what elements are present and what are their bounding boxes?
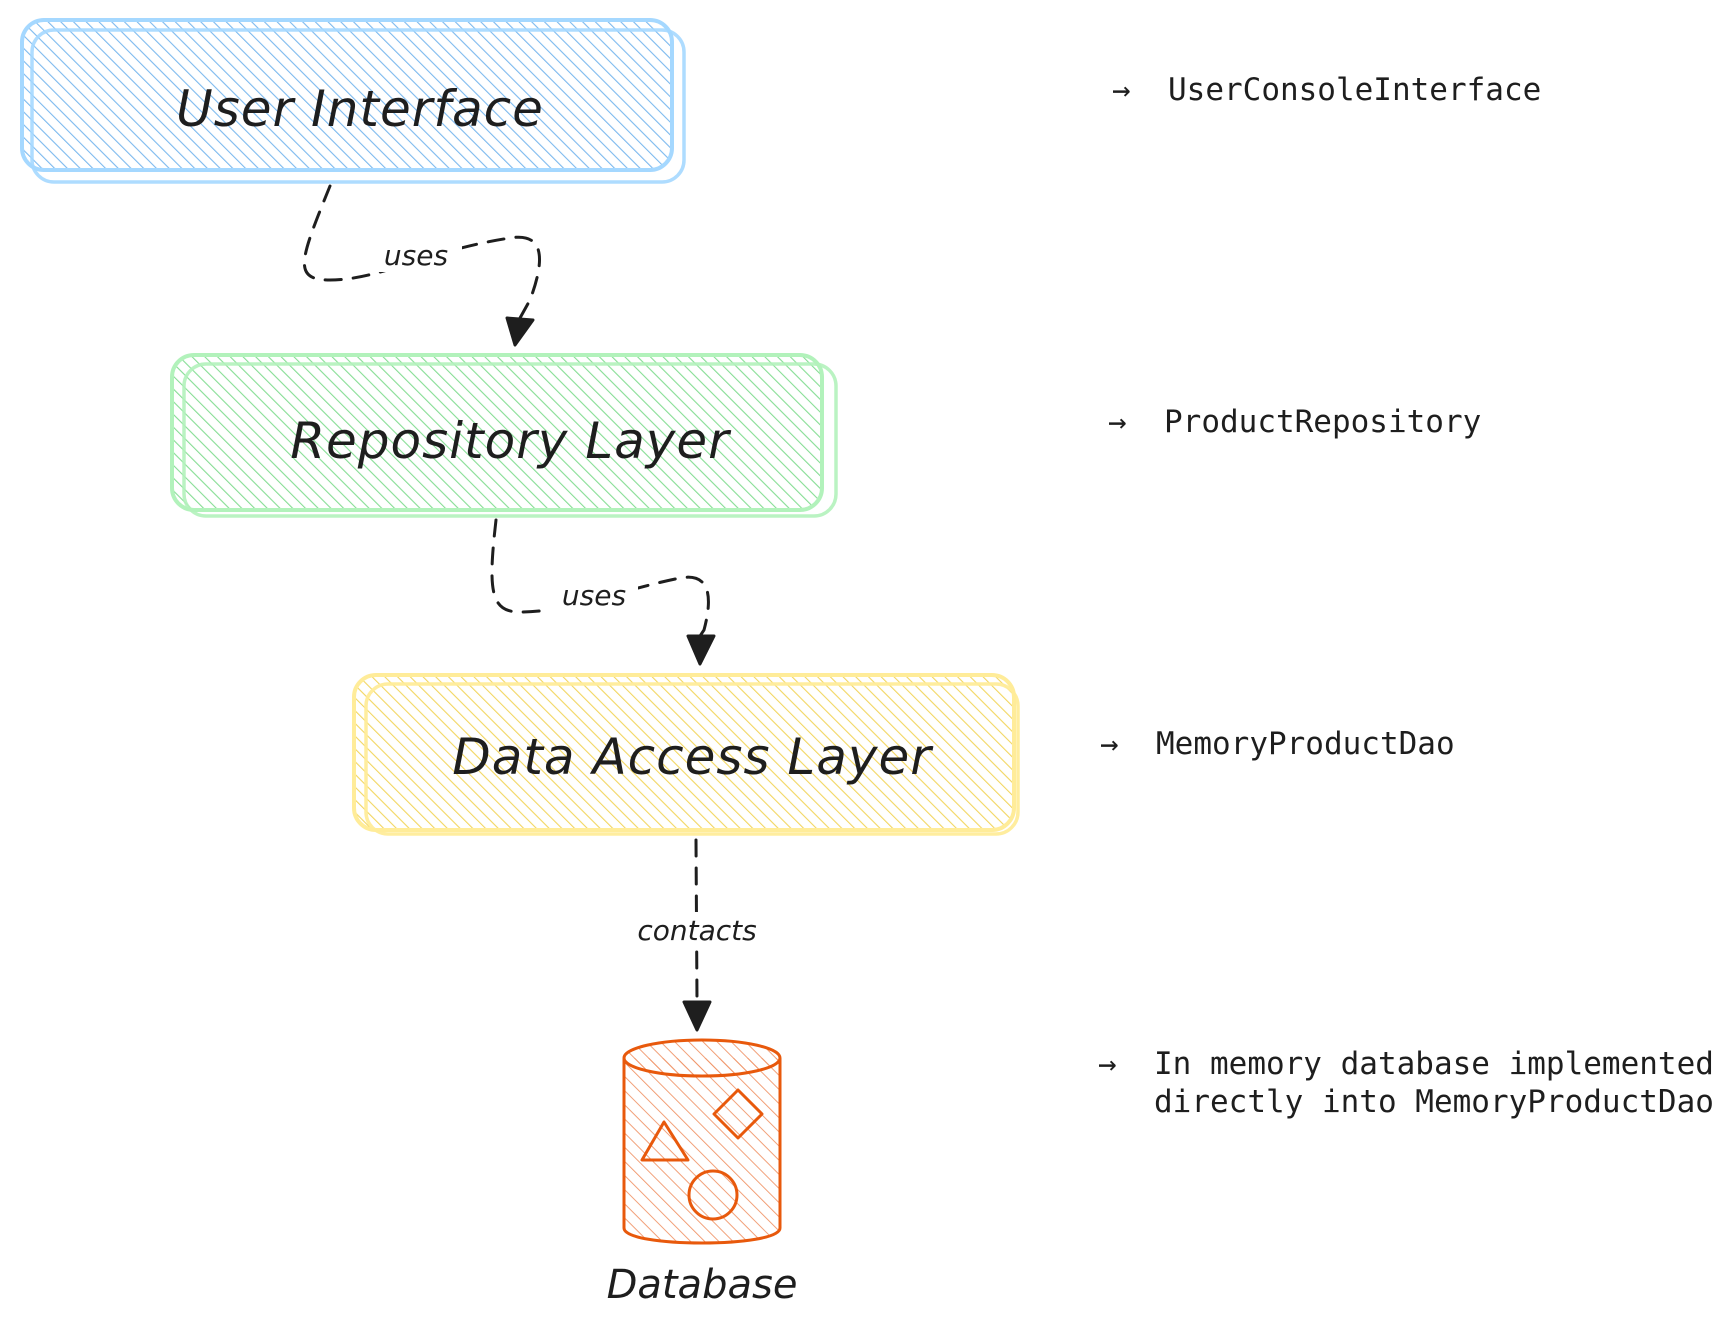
- note-arrow-icon: →: [1108, 404, 1127, 440]
- edge-repository-to-data-access-arrowhead: [686, 634, 716, 666]
- note-user-interface: → UserConsoleInterface: [1112, 72, 1541, 108]
- repository-layer-box-outline: [182, 362, 838, 518]
- data-access-layer-node: Data Access Layer: [352, 673, 1020, 836]
- edge-ui-to-repository-label-bg: [372, 238, 462, 272]
- repository-layer-box: [170, 353, 824, 512]
- edge-repository-to-data-access-label: uses: [562, 579, 626, 612]
- note-arrow-icon: →: [1100, 726, 1119, 762]
- note-database-line-1: In memory database implemented: [1154, 1046, 1714, 1082]
- note-database-line-2: directly into MemoryProductDao: [1154, 1084, 1714, 1120]
- data-access-layer-label: Data Access Layer: [452, 728, 934, 786]
- database-label: Database: [607, 1262, 798, 1308]
- edge-repository-to-data-access-label-bg: [548, 578, 638, 612]
- database-body-outline: [622, 1058, 782, 1245]
- repository-layer-label: Repository Layer: [290, 412, 732, 470]
- note-arrow-icon: →: [1112, 72, 1131, 108]
- note-user-interface-text: UserConsoleInterface: [1168, 72, 1541, 108]
- edge-data-access-to-database-arrowhead: [682, 1000, 712, 1032]
- edge-data-access-to-database-label: contacts: [637, 914, 756, 947]
- edge-ui-to-repository-arrowhead: [505, 316, 535, 347]
- note-arrow-icon: →: [1098, 1046, 1117, 1082]
- note-data-access: → MemoryProductDao: [1100, 726, 1455, 762]
- edge-repository-to-data-access: uses: [490, 518, 716, 666]
- user-interface-box: [20, 18, 674, 172]
- data-access-layer-box-outline: [364, 682, 1020, 836]
- edge-data-access-to-database-line: [694, 838, 699, 1002]
- note-repository-text: ProductRepository: [1164, 404, 1481, 440]
- note-repository: → ProductRepository: [1108, 404, 1481, 440]
- edge-ui-to-repository: uses: [303, 184, 541, 347]
- database-body-fill: [624, 1058, 780, 1243]
- user-interface-label: User Interface: [176, 80, 544, 138]
- edge-data-access-to-database: contacts: [620, 838, 774, 1032]
- database-diamond-icon: [712, 1088, 764, 1140]
- user-interface-node: User Interface: [20, 18, 686, 184]
- edge-data-access-to-database-label-bg: [620, 912, 774, 950]
- note-database: → In memory database implemented directl…: [1098, 1046, 1714, 1120]
- edge-ui-to-repository-label: uses: [384, 239, 448, 272]
- database-node: Database: [607, 1038, 798, 1308]
- database-triangle-icon: [640, 1120, 690, 1162]
- repository-layer-node: Repository Layer: [170, 353, 838, 518]
- user-interface-box-outline: [30, 28, 686, 184]
- data-access-layer-box: [352, 673, 1016, 832]
- note-data-access-text: MemoryProductDao: [1156, 726, 1455, 762]
- database-top: [622, 1038, 782, 1078]
- database-circle-icon: [687, 1169, 739, 1221]
